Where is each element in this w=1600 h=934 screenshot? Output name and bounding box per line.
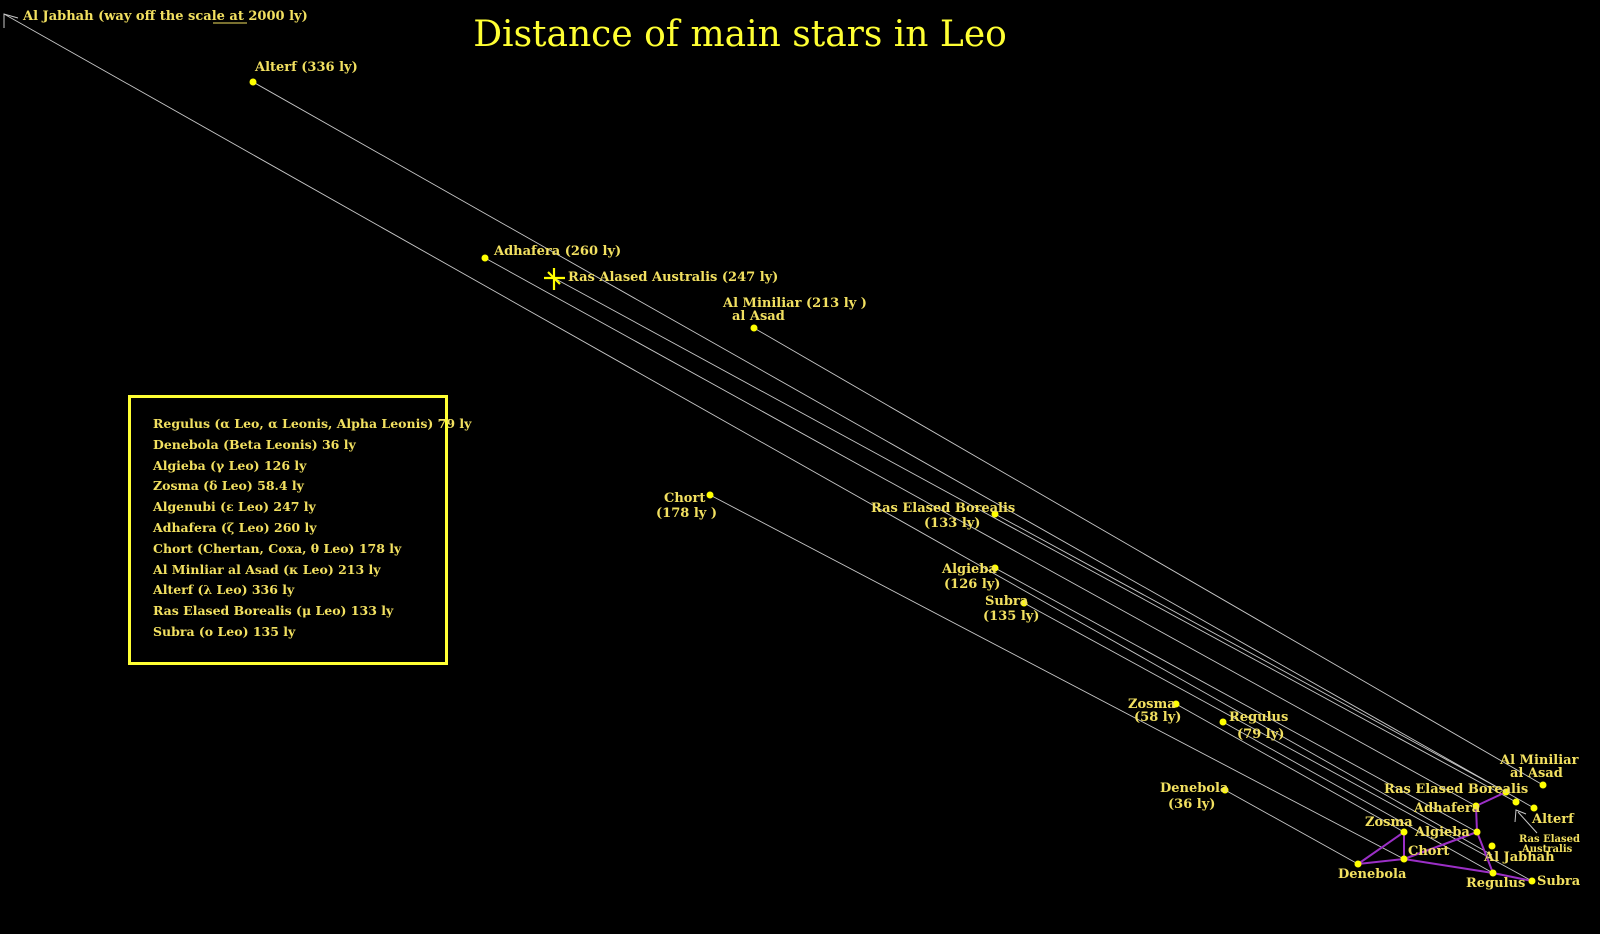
sightline-adhafera bbox=[484, 257, 1477, 807]
label-subra-far-2: (135 ly) bbox=[983, 609, 1039, 624]
star-adhafera-near bbox=[1472, 802, 1480, 810]
star-ras-alased-australis-far bbox=[544, 268, 565, 290]
star-denebola-near bbox=[1354, 860, 1362, 868]
label-algieba-far-1: Algieba bbox=[941, 562, 997, 577]
star-denebola-far bbox=[1221, 786, 1229, 794]
sightline-denebola bbox=[1224, 789, 1359, 865]
label-adhafera-near: Adhafera bbox=[1413, 801, 1481, 816]
label-denebola-near: Denebola bbox=[1338, 867, 1407, 882]
constellation-sickle bbox=[1474, 791, 1507, 874]
page-title: Distance of main stars in Leo bbox=[473, 14, 1007, 55]
legend-item: Ras Elased Borealis (μ Leo) 133 ly bbox=[153, 603, 394, 619]
label-al-minliar-near-2: al Asad bbox=[1510, 766, 1563, 781]
star-adhafera-far bbox=[481, 254, 489, 262]
al-jabhah-arrowhead bbox=[3, 13, 19, 28]
label-chort-far-2: (178 ly ) bbox=[656, 506, 717, 521]
label-denebola-far-1: Denebola bbox=[1160, 781, 1229, 796]
label-chort-near: Chort bbox=[1408, 844, 1449, 859]
star-regulus-far bbox=[1219, 718, 1227, 726]
legend-item: Zosma (δ Leo) 58.4 ly bbox=[153, 478, 304, 494]
label-ras-alased-australis-far: Ras Alased Australis (247 ly) bbox=[568, 270, 778, 285]
label-algieba-near: Algieba bbox=[1414, 825, 1470, 840]
legend-item: Regulus (α Leo, α Leonis, Alpha Leonis) … bbox=[153, 416, 472, 431]
legend-item: Alterf (λ Leo) 336 ly bbox=[153, 582, 295, 598]
label-al-minliar-far-1: Al Miniliar (213 ly ) bbox=[722, 296, 867, 311]
label-regulus-far-2: (79 ly) bbox=[1237, 727, 1284, 742]
sightline-al-jabhah bbox=[3, 13, 1493, 856]
ras-elased-australis-pointer bbox=[1517, 811, 1538, 834]
star-al-minliar-far bbox=[750, 324, 758, 332]
star-al-jabhah-near bbox=[1488, 842, 1496, 850]
star-zosma-near bbox=[1400, 828, 1408, 836]
label-zosma-far-1: Zosma bbox=[1128, 697, 1176, 712]
sightline-zosma bbox=[1175, 703, 1405, 833]
label-ras-elased-borealis-near: Ras Elased Borealis bbox=[1384, 782, 1528, 797]
label-ras-elased-australis-near-2: Australis bbox=[1521, 844, 1573, 855]
near-stars bbox=[1354, 781, 1547, 885]
sightline-chort bbox=[709, 494, 1405, 860]
ras-elased-australis-pointer-head bbox=[1514, 809, 1527, 823]
label-alterf-far: Alterf (336 ly) bbox=[254, 60, 358, 75]
label-al-minliar-near-1: Al Miniliar bbox=[1499, 753, 1579, 768]
constellation-link bbox=[1403, 831, 1478, 860]
star-subra-near bbox=[1528, 877, 1536, 885]
label-adhafera-far: Adhafera (260 ly) bbox=[493, 244, 621, 259]
label-regulus-far-1: Regulus bbox=[1229, 710, 1288, 725]
near-labels: Al Miniliar al Asad Ras Elased Borealis … bbox=[1338, 753, 1581, 891]
legend-item: Al Minliar al Asad (κ Leo) 213 ly bbox=[153, 561, 381, 577]
label-regulus-near: Regulus bbox=[1466, 876, 1525, 891]
legend-item: Subra (ο Leo) 135 ly bbox=[153, 623, 296, 639]
legend-item: Algenubi (ε Leo) 247 ly bbox=[153, 499, 316, 515]
star-algieba-near bbox=[1473, 828, 1481, 836]
label-ras-elased-australis-near-1: Ras Elased bbox=[1519, 834, 1580, 845]
sightline-algieba bbox=[994, 567, 1478, 833]
label-ras-elased-borealis-far-2: (133 ly) bbox=[924, 516, 980, 531]
star-al-minliar-near bbox=[1539, 781, 1547, 789]
star-ras-elased-australis-near bbox=[1512, 798, 1520, 806]
star-algieba-far bbox=[991, 564, 999, 572]
star-chort-near bbox=[1400, 855, 1408, 863]
label-al-jabhah-far: Al Jabhah (way off the scale at 2000 ly) bbox=[22, 9, 308, 24]
label-al-jabhah-near: Al Jabhah bbox=[1483, 850, 1555, 865]
label-zosma-far-2: (58 ly) bbox=[1134, 710, 1181, 725]
star-ras-elased-borealis-far bbox=[991, 510, 999, 518]
label-subra-near: Subra bbox=[1537, 874, 1581, 889]
star-subra-far bbox=[1020, 599, 1028, 607]
label-algieba-far-2: (126 ly) bbox=[944, 577, 1000, 592]
legend-item: Algieba (γ Leo) 126 ly bbox=[153, 457, 307, 473]
sightline-al-minliar bbox=[753, 327, 1544, 786]
legend-item: Chort (Chertan, Coxa, θ Leo) 178 ly bbox=[153, 540, 402, 556]
label-ras-elased-borealis-far-1: Ras Elased Borealis bbox=[871, 501, 1015, 516]
star-alterf-near bbox=[1530, 804, 1538, 812]
label-alterf-near: Alterf bbox=[1531, 812, 1575, 827]
sightline-regulus bbox=[1222, 721, 1494, 874]
star-chort-far bbox=[706, 491, 714, 499]
sightlines bbox=[3, 13, 1544, 882]
star-zosma-far bbox=[1172, 700, 1180, 708]
label-chort-far-1: Chort bbox=[664, 491, 705, 506]
sightline-ras-elased-borealis bbox=[994, 513, 1507, 793]
star-regulus-near bbox=[1489, 869, 1497, 877]
star-ras-elased-borealis-near bbox=[1502, 788, 1510, 796]
arrows bbox=[3, 13, 1538, 834]
label-subra-far-1: Subra bbox=[985, 594, 1029, 609]
far-labels: Al Jabhah (way off the scale at 2000 ly)… bbox=[22, 9, 1288, 812]
star-alterf-far bbox=[249, 78, 257, 86]
label-denebola-far-2: (36 ly) bbox=[1168, 797, 1215, 812]
label-zosma-near: Zosma bbox=[1365, 815, 1413, 830]
sightline-alterf bbox=[252, 81, 1535, 809]
sightline-subra bbox=[1023, 602, 1533, 882]
constellation-lines bbox=[1357, 830, 1405, 865]
label-al-minliar-far-2: al Asad bbox=[732, 309, 785, 324]
far-stars bbox=[249, 78, 1229, 794]
legend-box: Regulus (α Leo, α Leonis, Alpha Leonis) … bbox=[128, 395, 472, 665]
legend-item: Adhafera (ζ Leo) 260 ly bbox=[153, 519, 317, 535]
sightline-ras-alased-australis bbox=[553, 277, 1517, 803]
legend-item: Denebola (Beta Leonis) 36 ly bbox=[153, 436, 356, 452]
